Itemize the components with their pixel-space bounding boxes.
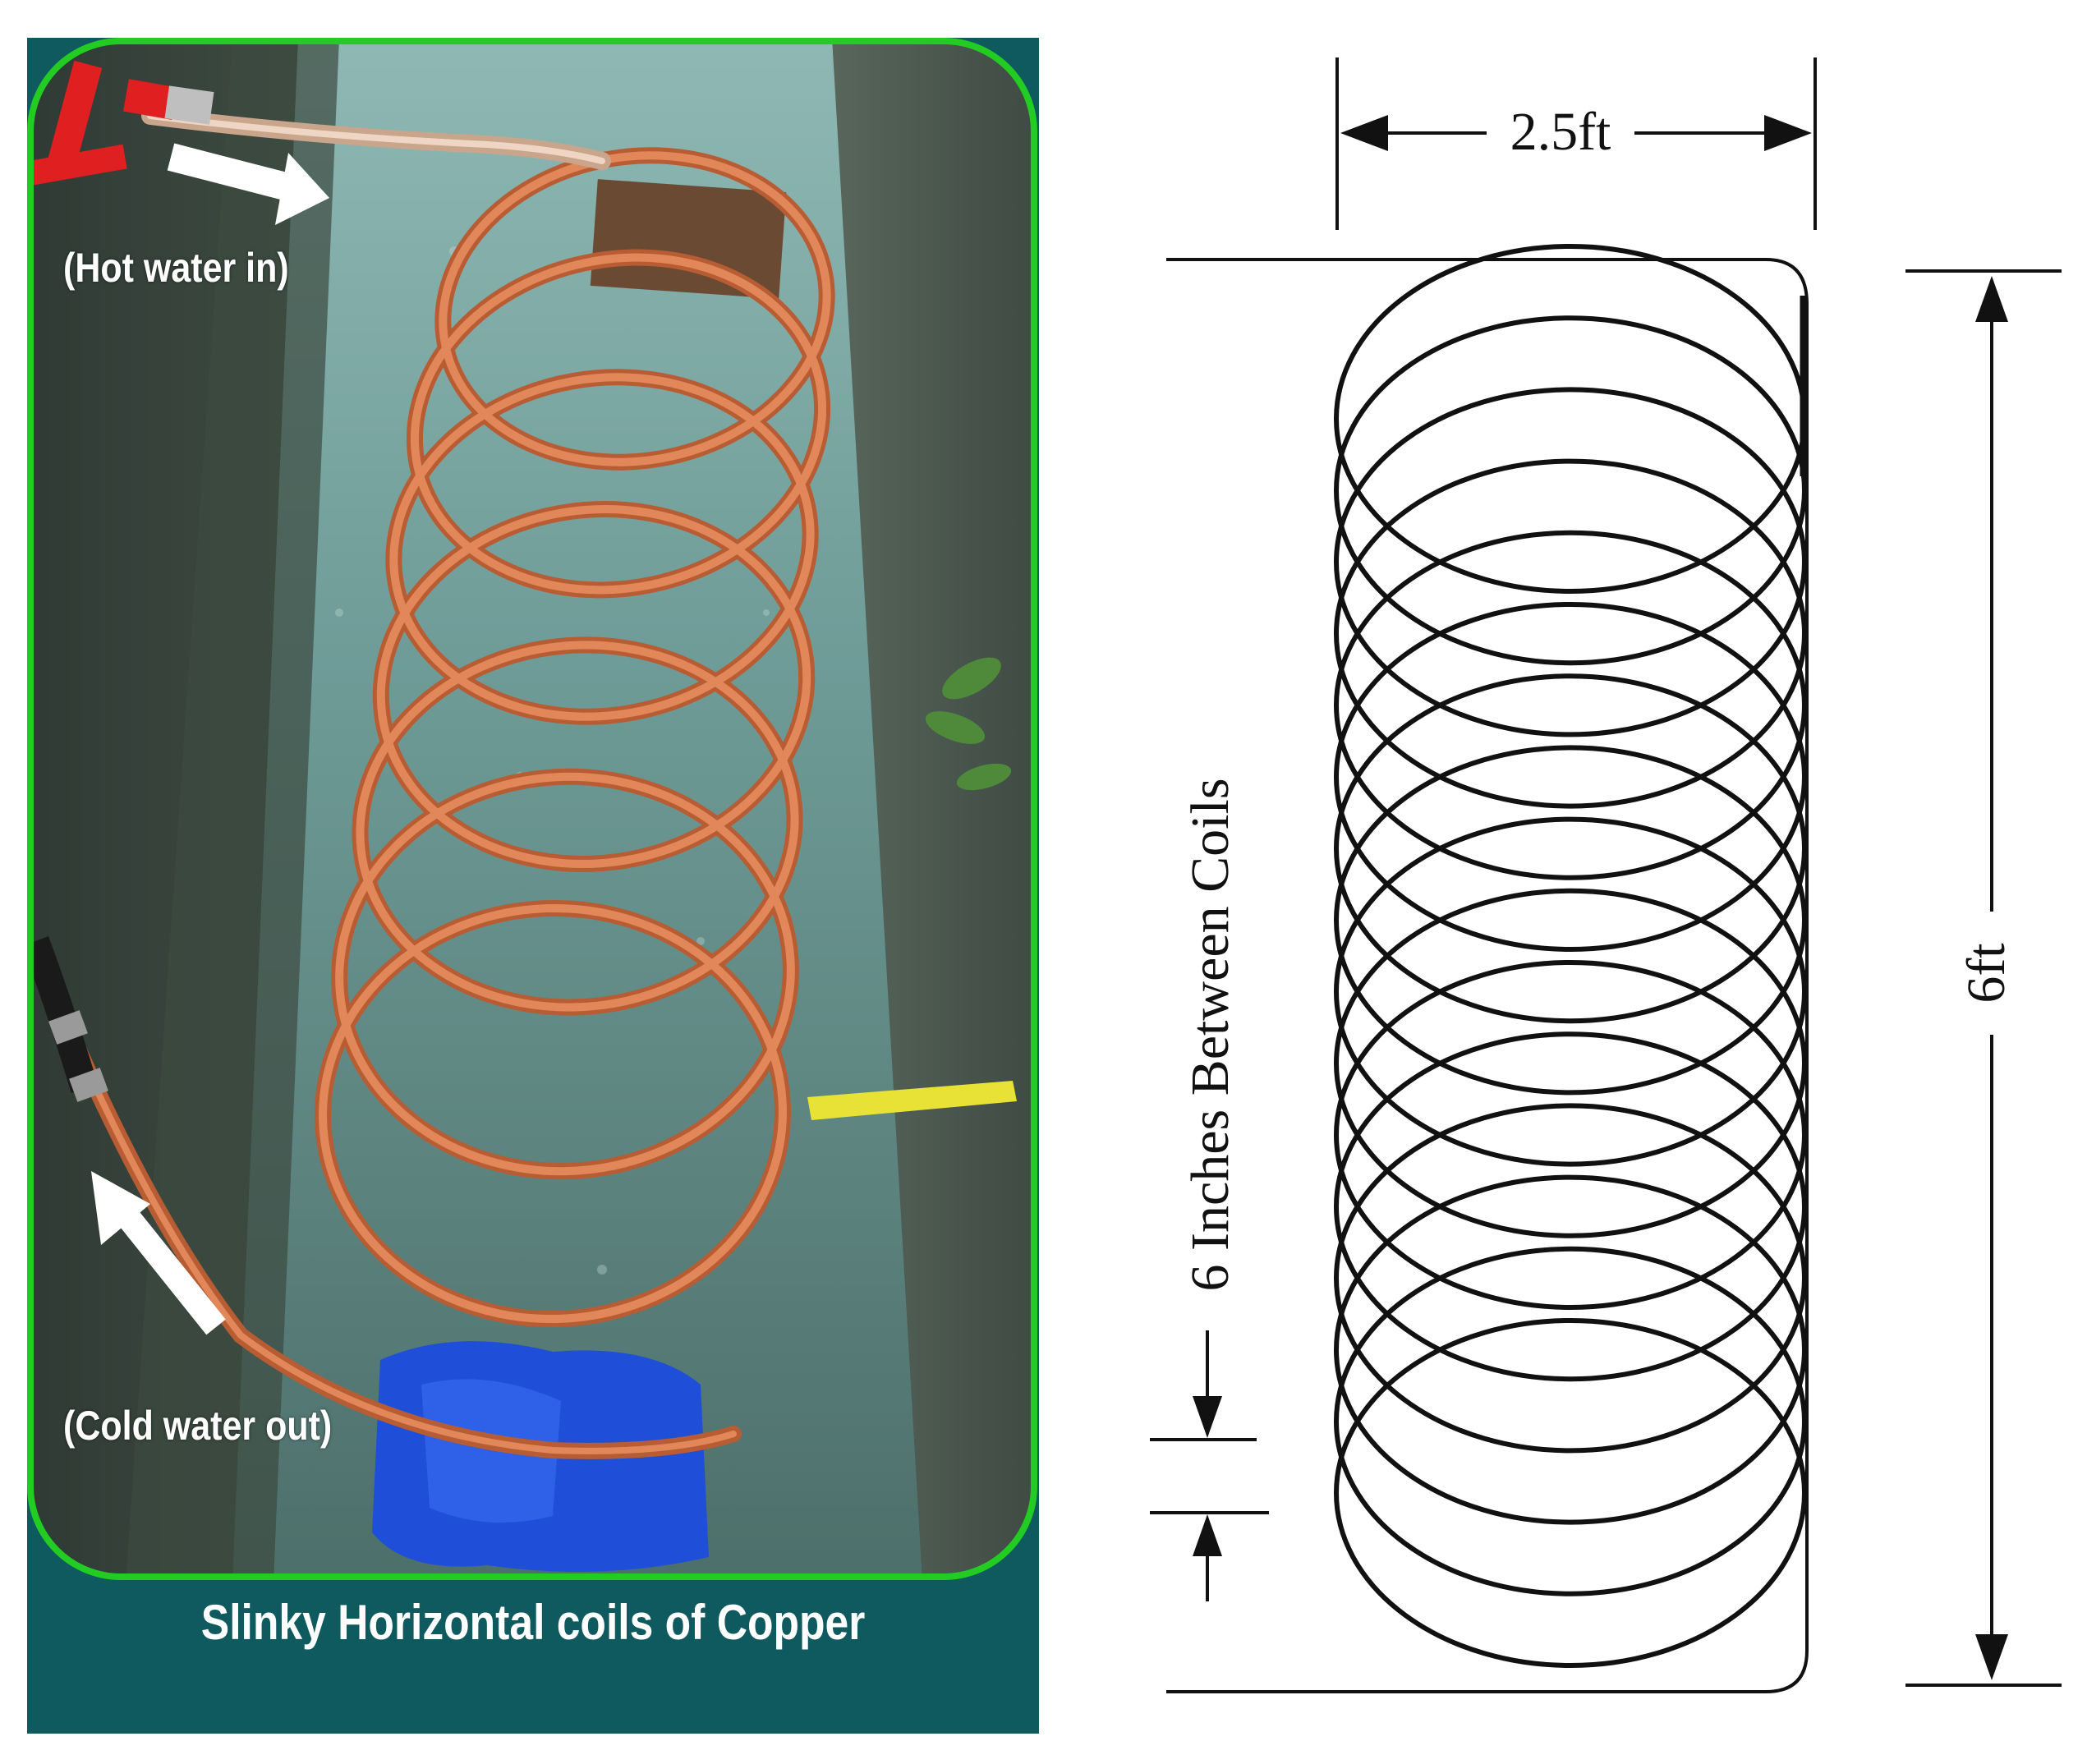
coil-loop bbox=[1334, 1031, 1807, 1382]
width-dimension: 2.5ft bbox=[1335, 57, 1817, 230]
coil-loop bbox=[1334, 1246, 1807, 1596]
coil-loop bbox=[1334, 530, 1807, 880]
coil-loop bbox=[1334, 458, 1807, 809]
spacing-arrow-down-icon bbox=[1193, 1396, 1222, 1438]
coil-diagram-drawing: 2.5ft 6ft 6 Inches Between Coils bbox=[1150, 57, 2062, 1693]
spacing-label: 6 Inches Between Coils bbox=[1180, 778, 1240, 1291]
photo-panel: (Hot water in) (Cold water out) Slinky H… bbox=[27, 38, 1039, 1734]
height-arrow-down-icon bbox=[1975, 1634, 2008, 1680]
coil-loop bbox=[1334, 960, 1807, 1310]
width-arrow-left-icon bbox=[1340, 115, 1388, 151]
coil-loop bbox=[1334, 1318, 1807, 1668]
coil-loop bbox=[1334, 387, 1807, 737]
coil-loop bbox=[1334, 745, 1807, 1096]
trench-photo-illustration bbox=[27, 38, 1037, 1580]
height-dimension: 6ft bbox=[1905, 269, 2062, 1687]
trench-photo bbox=[27, 38, 1039, 1582]
photo-caption-text: Slinky Horizontal coils of Copper bbox=[200, 1595, 866, 1650]
height-label: 6ft bbox=[1956, 943, 2016, 1003]
coil-loop bbox=[1334, 816, 1807, 1167]
cold-water-out-label: (Cold water out) bbox=[63, 1403, 333, 1449]
coil-loop bbox=[1334, 1174, 1807, 1525]
coil-outline-bracket bbox=[1166, 258, 1809, 1693]
spacing-arrow-up-icon bbox=[1193, 1514, 1222, 1556]
coil-loop bbox=[1334, 602, 1807, 952]
width-arrow-right-icon bbox=[1764, 115, 1812, 151]
coil-loop bbox=[1334, 673, 1807, 1024]
photo-frame-border bbox=[27, 38, 1037, 1580]
coil-loop bbox=[1334, 244, 1807, 594]
coil-loop bbox=[1334, 888, 1807, 1238]
coil-loop bbox=[1334, 315, 1807, 666]
cold-water-arrow-icon bbox=[91, 1171, 226, 1335]
coil-loop bbox=[1334, 1103, 1807, 1454]
hot-water-in-label: (Hot water in) bbox=[63, 245, 289, 291]
width-label: 2.5ft bbox=[1510, 102, 1611, 162]
coil-diagram: 2.5ft 6ft 6 Inches Between Coils bbox=[1092, 33, 2078, 1741]
spacing-dimension: 6 Inches Between Coils bbox=[1150, 778, 1269, 1601]
hot-water-arrow-icon bbox=[167, 143, 329, 225]
photo-caption: Slinky Horizontal coils of Copper bbox=[27, 1598, 1039, 1647]
height-arrow-up-icon bbox=[1975, 276, 2008, 322]
coil-loops bbox=[1334, 244, 1807, 1668]
